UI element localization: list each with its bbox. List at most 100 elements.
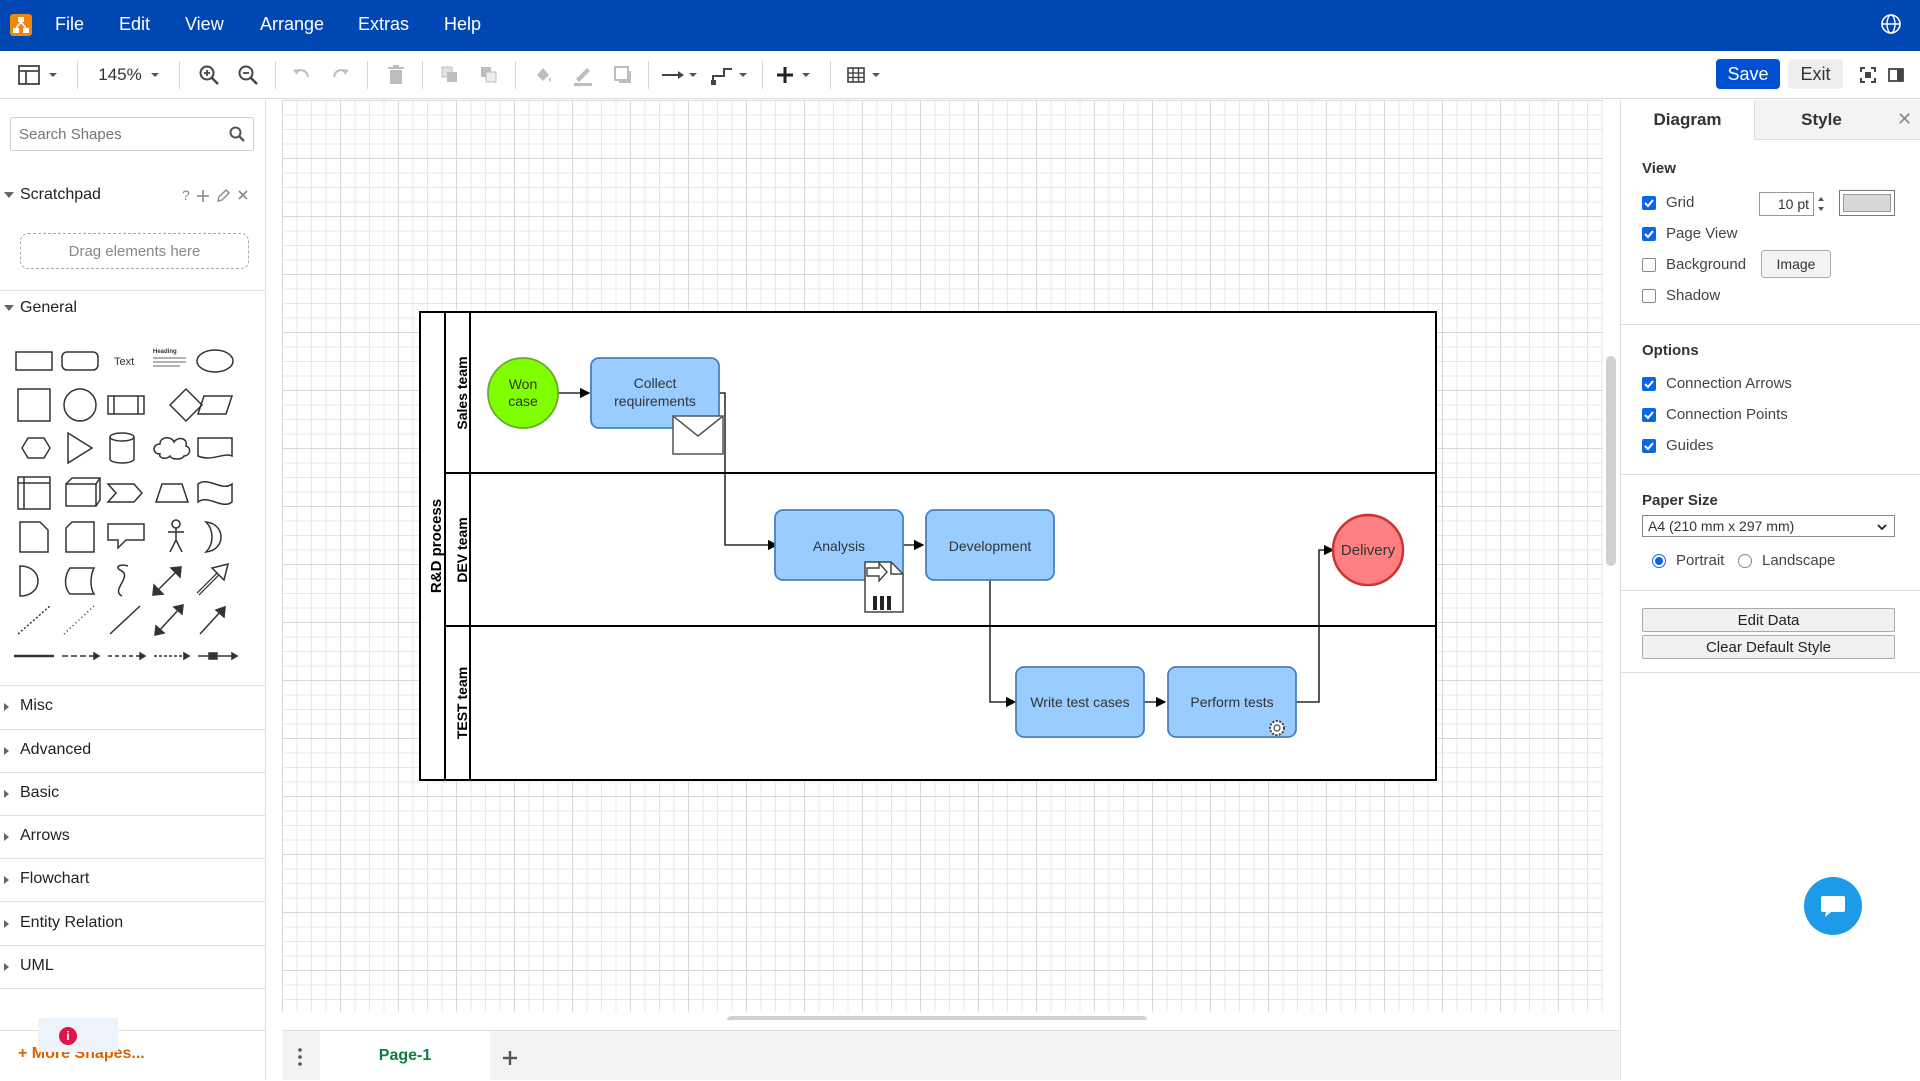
- shadow-icon[interactable]: [610, 61, 636, 89]
- shape-dashed-line[interactable]: [17, 605, 51, 635]
- delete-trash-icon[interactable]: [383, 61, 409, 89]
- connection-points-checkbox[interactable]: [1642, 407, 1656, 422]
- shape-curve[interactable]: [117, 564, 129, 597]
- grid-option[interactable]: Grid: [1642, 194, 1694, 211]
- search-icon[interactable]: [229, 126, 245, 147]
- table-icon[interactable]: [846, 61, 886, 89]
- shape-storage[interactable]: [64, 567, 96, 595]
- page-view-checkbox[interactable]: [1642, 226, 1656, 241]
- shape-connector-dashed-arrow[interactable]: [62, 651, 101, 661]
- node-collect-requirements[interactable]: Collect requirements: [590, 357, 724, 455]
- zoom-dropdown[interactable]: 145%: [94, 61, 166, 89]
- section-flowchart[interactable]: Flowchart: [0, 870, 265, 892]
- landscape-option[interactable]: Landscape: [1738, 552, 1835, 569]
- grid-size-stepper[interactable]: [1815, 192, 1827, 216]
- shape-line[interactable]: [109, 605, 141, 635]
- close-icon[interactable]: ✕: [1888, 100, 1920, 140]
- shape-dotted-line[interactable]: [63, 605, 95, 635]
- shape-square[interactable]: [17, 388, 51, 422]
- shape-directional-connector[interactable]: [199, 605, 226, 635]
- notification-badge[interactable]: i: [38, 1018, 118, 1052]
- scratchpad-add-icon[interactable]: [196, 186, 210, 209]
- edge-collect-to-analysis[interactable]: [719, 392, 779, 551]
- node-perform-tests[interactable]: Perform tests: [1167, 666, 1297, 738]
- language-globe-icon[interactable]: [1880, 13, 1902, 35]
- shape-textbox[interactable]: Heading: [153, 349, 186, 367]
- pages-menu-icon[interactable]: [297, 1047, 303, 1072]
- section-advanced[interactable]: Advanced: [0, 741, 265, 763]
- shape-note[interactable]: [19, 521, 49, 553]
- toggle-format-panel-icon[interactable]: [1884, 61, 1908, 89]
- scratchpad-help-icon[interactable]: ?: [182, 187, 190, 203]
- menu-view[interactable]: View: [185, 14, 224, 34]
- portrait-radio[interactable]: [1652, 553, 1666, 568]
- tab-diagram[interactable]: Diagram: [1621, 100, 1754, 140]
- tab-page-1[interactable]: Page-1: [320, 1031, 490, 1081]
- grid-color-picker[interactable]: [1839, 190, 1895, 216]
- shape-trapezoid[interactable]: [154, 483, 190, 503]
- diagram-canvas[interactable]: R&D process Sales team DEV team TEST tea…: [267, 100, 1619, 1020]
- shape-connector-filled[interactable]: [198, 651, 239, 661]
- shape-callout[interactable]: [107, 523, 145, 550]
- shape-connector-dashed-arrow-2[interactable]: [108, 651, 147, 661]
- format-panel-toggle-button[interactable]: [16, 61, 62, 89]
- node-delivery[interactable]: Delivery: [1331, 513, 1405, 587]
- paper-size-select[interactable]: A4 (210 mm x 297 mm): [1642, 515, 1895, 537]
- fill-color-icon[interactable]: [530, 61, 556, 89]
- node-development[interactable]: Development: [925, 509, 1055, 581]
- section-uml[interactable]: UML: [0, 957, 265, 979]
- app-logo-icon[interactable]: [10, 14, 32, 36]
- menu-help[interactable]: Help: [444, 14, 482, 34]
- shape-actor[interactable]: [168, 519, 184, 553]
- waypoints-icon[interactable]: [710, 61, 750, 89]
- shape-rounded-rectangle[interactable]: [61, 351, 99, 371]
- node-won-case[interactable]: Won case: [487, 357, 559, 429]
- background-checkbox[interactable]: [1642, 257, 1656, 272]
- edit-data-button[interactable]: Edit Data: [1642, 608, 1895, 632]
- zoom-out-icon[interactable]: [235, 61, 261, 89]
- save-button[interactable]: Save: [1716, 59, 1780, 89]
- shape-card[interactable]: [65, 521, 95, 553]
- redo-icon[interactable]: [328, 61, 354, 89]
- clear-default-style-button[interactable]: Clear Default Style: [1642, 635, 1895, 659]
- menu-arrange[interactable]: Arrange: [260, 14, 325, 34]
- search-input[interactable]: [19, 124, 219, 144]
- section-arrows[interactable]: Arrows: [0, 827, 265, 849]
- connection-style-icon[interactable]: [660, 61, 700, 89]
- shape-arrow[interactable]: [196, 562, 230, 596]
- tab-style[interactable]: Style: [1754, 100, 1888, 140]
- shape-cylinder[interactable]: [109, 432, 135, 464]
- shape-diamond[interactable]: [168, 387, 204, 423]
- insert-plus-icon[interactable]: [776, 61, 816, 89]
- shape-bidirectional-arrow[interactable]: [152, 566, 182, 596]
- shape-document[interactable]: [197, 437, 233, 459]
- scratchpad-drop-zone[interactable]: Drag elements here: [20, 233, 249, 269]
- shape-hexagon[interactable]: [21, 437, 51, 459]
- vertical-scrollbar[interactable]: [1606, 356, 1616, 566]
- page-view-option[interactable]: Page View: [1642, 225, 1737, 242]
- shape-connector-dotted-arrow[interactable]: [154, 651, 191, 661]
- scratchpad-edit-icon[interactable]: [216, 186, 230, 209]
- section-entity-relation[interactable]: Entity Relation: [0, 914, 265, 936]
- node-write-test-cases[interactable]: Write test cases: [1015, 666, 1145, 738]
- edge-perform-to-delivery[interactable]: [1294, 544, 1335, 703]
- shape-circle[interactable]: [63, 388, 97, 422]
- landscape-radio[interactable]: [1738, 553, 1752, 568]
- to-back-icon[interactable]: [476, 61, 502, 89]
- background-image-button[interactable]: Image: [1761, 250, 1831, 278]
- shape-parallelogram[interactable]: [196, 395, 234, 415]
- shadow-option[interactable]: Shadow: [1642, 287, 1720, 304]
- background-option[interactable]: Background: [1642, 256, 1746, 273]
- shape-cloud[interactable]: [153, 437, 191, 460]
- menu-file[interactable]: File: [55, 14, 85, 34]
- lane-test-team[interactable]: TEST team: [454, 667, 470, 739]
- fullscreen-icon[interactable]: [1856, 61, 1880, 89]
- scratchpad-close-icon[interactable]: [236, 186, 250, 209]
- shape-process[interactable]: [107, 395, 145, 415]
- shape-rectangle[interactable]: [15, 351, 53, 371]
- shape-internal-storage[interactable]: [17, 476, 51, 510]
- menu-extras[interactable]: Extras: [358, 14, 410, 34]
- connection-arrows-checkbox[interactable]: [1642, 376, 1656, 391]
- shape-tape[interactable]: [197, 481, 233, 505]
- shape-or[interactable]: [203, 521, 222, 553]
